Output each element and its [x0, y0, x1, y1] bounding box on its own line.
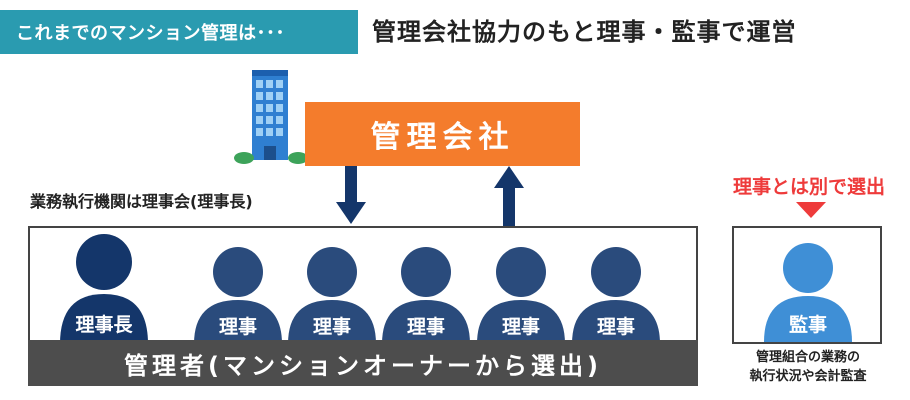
- member-label: 理事: [596, 316, 635, 338]
- auditor-desc-line: 執行状況や会計監査: [749, 369, 867, 384]
- up-arrow-icon: [494, 166, 524, 226]
- owners-bar: 管理者(マンションオーナーから選出): [28, 340, 698, 386]
- board-member-figure: 理事: [190, 246, 286, 344]
- auditor-desc-line: 管理組合の業務の: [755, 350, 860, 365]
- member-label: 理事: [406, 316, 445, 338]
- board-member-figure: 理事: [284, 246, 380, 344]
- member-label: 理事: [501, 316, 540, 338]
- board-chair-figure: 理事長: [56, 232, 152, 344]
- auditor-label: 監事: [788, 314, 827, 336]
- auditor-selection-note: 理事とは別で選出: [732, 176, 885, 198]
- section-tag: これまでのマンション管理は･･･: [0, 10, 358, 54]
- member-label: 理事: [312, 316, 351, 338]
- member-label: 理事長: [75, 314, 133, 336]
- office-building-icon: [232, 66, 312, 170]
- page-title: 管理会社協力のもと理事・監事で運営: [372, 18, 797, 46]
- board-member-figure: 理事: [473, 246, 569, 344]
- executive-body-label: 業務執行機関は理事会(理事長): [30, 192, 253, 211]
- triangle-down-icon: [796, 202, 826, 218]
- auditor-description: 管理組合の業務の 執行状況や会計監査: [712, 348, 904, 386]
- auditor-figure: 監事: [760, 242, 856, 342]
- board-member-figure: 理事: [378, 246, 474, 344]
- board-member-figure: 理事: [568, 246, 664, 344]
- down-arrow-icon: [336, 166, 366, 224]
- member-label: 理事: [218, 316, 257, 338]
- management-company-box: 管理会社: [305, 102, 580, 166]
